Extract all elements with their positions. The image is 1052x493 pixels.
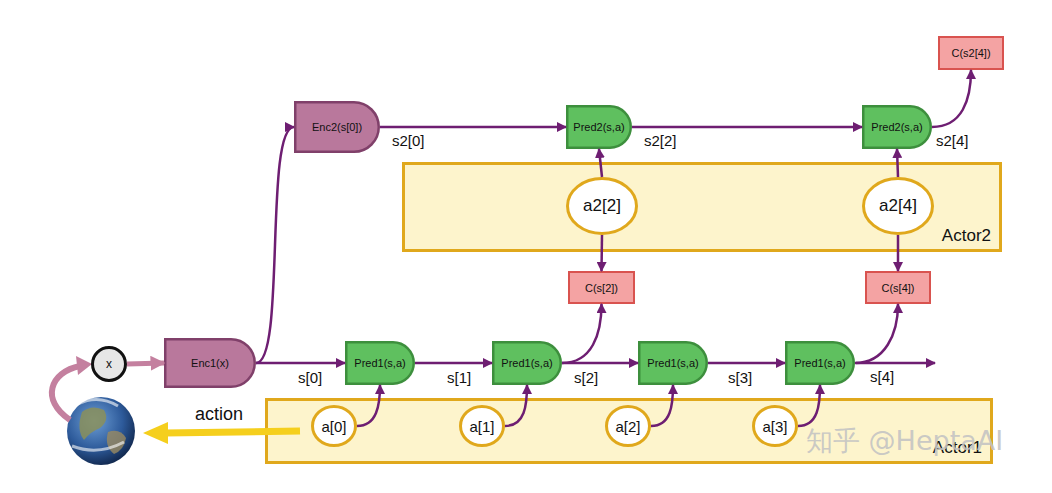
d-shape-outline — [786, 342, 854, 384]
node-label: Pred2(s,a) — [573, 121, 624, 133]
predictor-shape: Pred2(s,a) — [566, 105, 632, 149]
node-label: Pred2(s,a) — [871, 121, 922, 133]
flow-connector — [708, 362, 785, 365]
node-label: Enc1(x) — [191, 357, 229, 369]
d-shape-outline — [165, 339, 255, 387]
node-label: a[0] — [321, 418, 346, 435]
encoder-shape: Enc1(x) — [164, 338, 256, 388]
node-label: Pred1(s,a) — [354, 357, 405, 369]
band-title: Actor2 — [942, 226, 991, 246]
flow-connector — [256, 362, 345, 365]
flow-connector — [562, 362, 638, 365]
flow-connector — [932, 70, 971, 127]
action-circle: a[0] — [311, 405, 357, 447]
state-label: s[2] — [574, 369, 598, 386]
action-arrowhead — [143, 422, 168, 444]
state-label: s[3] — [728, 369, 752, 386]
node-label: C(s[2]) — [585, 282, 618, 294]
flow-connector — [632, 126, 862, 129]
encoder-shape: Enc2(s[0]) — [294, 101, 380, 153]
predictor-shape: Pred1(s,a) — [785, 341, 855, 385]
d-shape-outline — [567, 106, 631, 148]
earth-land — [79, 407, 106, 440]
earth-globe — [67, 397, 135, 465]
flow-connector — [256, 127, 294, 363]
d-shape-outline — [639, 342, 707, 384]
flow-connector — [127, 363, 164, 364]
predictor-shape: Pred1(s,a) — [638, 341, 708, 385]
free-label: s[4] — [870, 368, 894, 385]
node-label: a[1] — [469, 418, 494, 435]
ellipse-outline — [93, 348, 126, 381]
state-label: s2[0] — [392, 132, 425, 149]
action-circle: a[3] — [752, 405, 798, 447]
predictor-shape: Pred2(s,a) — [862, 105, 932, 149]
action-circle: a[1] — [459, 405, 505, 447]
action-circle: a2[2] — [566, 177, 638, 235]
observation-arrow — [52, 366, 80, 420]
state-label: s2[2] — [644, 132, 677, 149]
node-label: a[2] — [615, 418, 640, 435]
d-shape-outline — [346, 342, 414, 384]
d-shape-outline — [493, 342, 561, 384]
node-label: x — [106, 357, 112, 371]
cost-box: C(s[4]) — [865, 271, 931, 304]
node-label: Enc2(s[0]) — [312, 121, 362, 133]
state-label: s[1] — [447, 369, 471, 386]
state-output-arrow — [856, 362, 935, 365]
state-label: s[0] — [298, 369, 322, 386]
node-label: Pred1(s,a) — [501, 357, 552, 369]
watermark: 知乎 @HeptaAI — [806, 423, 1003, 459]
node-label: Pred1(s,a) — [794, 357, 845, 369]
node-label: a2[4] — [879, 196, 917, 216]
flow-connector — [380, 126, 566, 129]
node-label: C(s2[4]) — [951, 47, 990, 59]
node-label: a[3] — [762, 418, 787, 435]
predictor-shape: Pred1(s,a) — [345, 341, 415, 385]
action-circle: a[2] — [605, 405, 651, 447]
cost-box: C(s[2]) — [568, 271, 635, 304]
d-shape-outline — [295, 102, 379, 152]
free-label: action — [195, 404, 243, 425]
d-shape-outline — [863, 106, 931, 148]
predictor-shape: Pred1(s,a) — [492, 341, 562, 385]
action-circle: a2[4] — [862, 177, 934, 235]
flow-connector — [415, 362, 492, 365]
node-label: Pred1(s,a) — [647, 357, 698, 369]
ellipse-outline — [864, 179, 933, 234]
state-label: s2[4] — [936, 132, 969, 149]
ellipse-outline — [568, 179, 637, 234]
ellipse-outline — [313, 407, 356, 446]
ellipse-outline — [754, 407, 797, 446]
input-circle: x — [91, 346, 127, 382]
node-label: C(s[4]) — [882, 282, 915, 294]
node-label: a2[2] — [583, 196, 621, 216]
earth-clouds — [72, 399, 124, 450]
flow-connector — [562, 304, 602, 363]
cost-box: C(s2[4]) — [938, 36, 1004, 70]
actor-band: Actor2 a2[2] a2[4] — [402, 162, 1002, 252]
flow-connector — [855, 304, 898, 363]
ellipse-outline — [461, 407, 504, 446]
ellipse-outline — [607, 407, 650, 446]
observation-arrowhead — [76, 356, 92, 375]
